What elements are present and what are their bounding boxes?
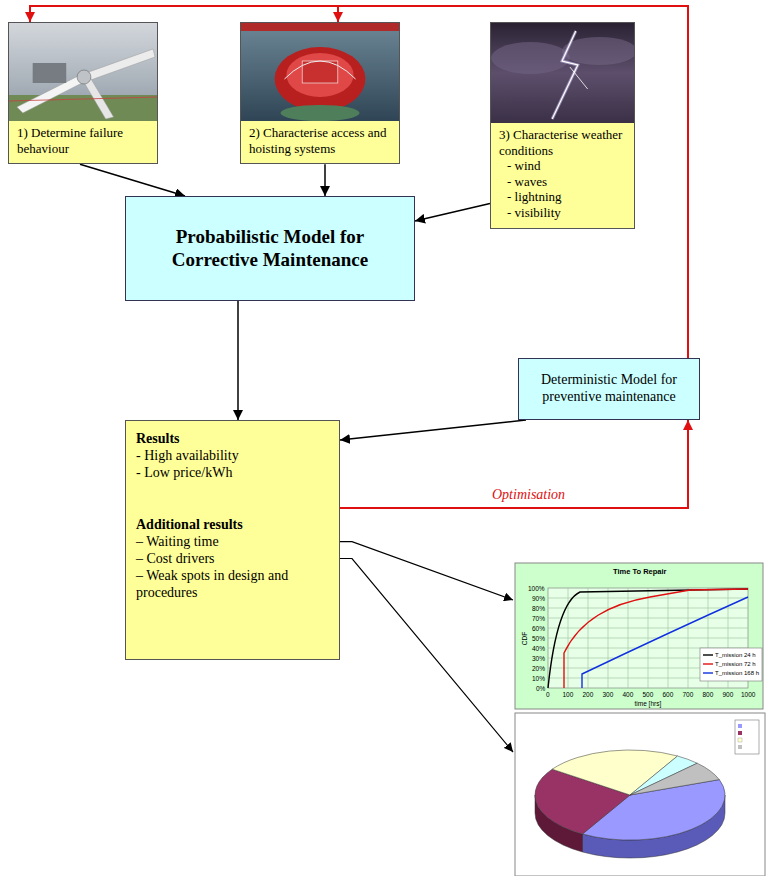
- box-text: Probabilistic Model for Corrective Maint…: [134, 226, 406, 272]
- pie-legend: [735, 720, 759, 754]
- flow-arrow: [324, 164, 326, 196]
- box-text: – Waiting time: [136, 534, 329, 551]
- box-text: Additional results: [136, 517, 329, 534]
- results-box: Results- High availability- Low price/kW…: [125, 420, 340, 660]
- box-text: – Weak spots in design and procedures: [136, 568, 329, 602]
- box-text: Deterministic Model for preventive maint…: [527, 372, 691, 406]
- chart-label: 70%: [532, 615, 545, 622]
- chart-label: 800: [703, 691, 714, 698]
- flow-arrow: [237, 301, 239, 420]
- legend-line-sample: [703, 672, 713, 673]
- chart-label: 200: [583, 691, 594, 698]
- chart-label: 50%: [532, 635, 545, 642]
- chart-label: 0: [546, 691, 550, 698]
- box-text: - lightning: [499, 189, 628, 205]
- box-text: - High availability: [136, 448, 329, 465]
- storm-photo: [491, 23, 634, 123]
- boat-photo: [241, 23, 399, 121]
- box-text: – Cost drivers: [136, 551, 329, 568]
- box-text: 2) Characterise access and hoisting syst…: [249, 125, 393, 156]
- box-text: - Low price/kWh: [136, 465, 329, 482]
- chart-label: 600: [663, 691, 674, 698]
- box-text: 3) Characterise weather conditions: [499, 127, 628, 158]
- box-text: - wind: [499, 158, 628, 174]
- flow-arrow: [415, 204, 490, 221]
- turbine-photo: [9, 23, 157, 121]
- chart-label: Time To Repair: [613, 568, 667, 576]
- chart-label: 500: [643, 691, 654, 698]
- chart-label: 0%: [536, 685, 545, 692]
- chart-label: 10%: [532, 675, 545, 682]
- feedback-arrow: [30, 6, 688, 358]
- task-box: 1) Determine failure behaviour: [8, 22, 158, 164]
- legend-line-sample: [703, 663, 713, 664]
- box-text: 1) Determine failure behaviour: [17, 125, 151, 156]
- line-chart-panel: [515, 563, 763, 709]
- chart-label: time [hrs]: [635, 700, 662, 707]
- flow-arrow: [340, 420, 526, 440]
- chart-legend-box: [700, 648, 762, 681]
- chart-label: 40%: [532, 645, 545, 652]
- feedback-arrow: [340, 420, 688, 508]
- chart-label: 300: [603, 691, 614, 698]
- chart-label: CDF: [521, 631, 528, 644]
- chart-label: 400: [623, 691, 634, 698]
- box-text: - visibility: [499, 205, 628, 221]
- legend-line-sample: [703, 654, 713, 655]
- chart-label: 1000: [741, 691, 755, 698]
- chart-label: 90%: [532, 595, 545, 602]
- chart-label: 100%: [528, 585, 545, 592]
- flow-arrow: [80, 164, 185, 196]
- task-box: 2) Characterise access and hoisting syst…: [240, 22, 400, 164]
- box-text: - waves: [499, 174, 628, 190]
- chart-label: 100: [563, 691, 574, 698]
- model-box: Deterministic Model for preventive maint…: [518, 358, 700, 420]
- legend-text: T_mission 24 h: [715, 652, 756, 659]
- legend-text: T_mission 72 h: [715, 661, 756, 668]
- box-text: Results: [136, 431, 329, 448]
- edge-label: Optimisation: [490, 487, 567, 503]
- chart-label: 700: [683, 691, 694, 698]
- chart-label: 60%: [532, 625, 545, 632]
- task-box: 3) Characterise weather conditions- wind…: [490, 22, 635, 229]
- legend-text: T_mission 168 h: [715, 670, 759, 677]
- model-box: Probabilistic Model for Corrective Maint…: [125, 196, 415, 301]
- chart-label: 900: [723, 691, 734, 698]
- pie-chart: [535, 750, 725, 858]
- chart-label: 20%: [532, 665, 545, 672]
- chart-label: 80%: [532, 605, 545, 612]
- chart-label: 30%: [532, 655, 545, 662]
- pie-chart-panel: [515, 713, 765, 876]
